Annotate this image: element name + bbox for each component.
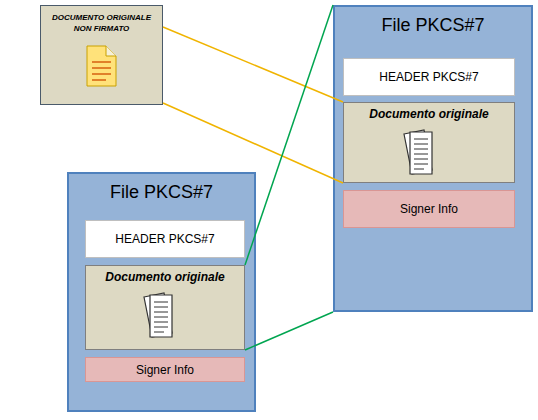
node-label: Documento originale (86, 270, 244, 285)
document-box: Documento originale (343, 102, 515, 183)
zoom-line (163, 103, 343, 183)
unsigned-document-box: DOCUMENTO ORIGINALE NON FIRMATO (40, 5, 163, 105)
node-label: DOCUMENTO ORIGINALE NON FIRMATO (41, 12, 162, 34)
node-label: File PKCS#7 (69, 182, 254, 203)
pkcs7-file-box: File PKCS#7HEADER PKCS#7Documento origin… (67, 172, 256, 412)
node-label: HEADER PKCS#7 (86, 232, 244, 247)
node-label: Documento originale (344, 107, 514, 122)
signer-info-box: Signer Info (343, 190, 515, 228)
signer-info-box: Signer Info (85, 357, 245, 382)
header-box: HEADER PKCS#7 (343, 58, 515, 96)
zoom-line (163, 27, 343, 102)
node-label: HEADER PKCS#7 (344, 70, 514, 85)
node-label: Signer Info (86, 362, 244, 377)
pkcs7-file-box: File PKCS#7HEADER PKCS#7Documento origin… (333, 5, 533, 312)
zoom-line (245, 312, 333, 350)
zoom-line (245, 5, 333, 265)
document-box: Documento originale (85, 265, 245, 350)
node-label: Signer Info (344, 202, 514, 217)
header-box: HEADER PKCS#7 (85, 220, 245, 258)
node-label: File PKCS#7 (335, 15, 531, 36)
